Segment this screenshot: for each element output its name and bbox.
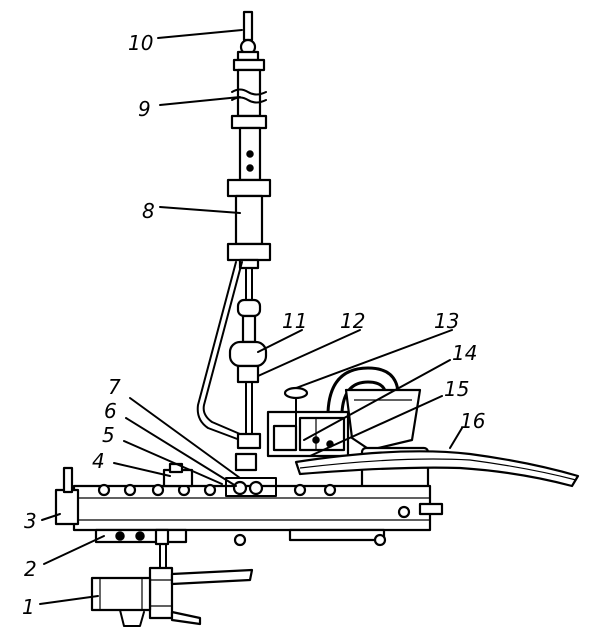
label-2: 2 <box>24 557 37 581</box>
collar-9 <box>230 114 268 130</box>
leader-12 <box>257 329 361 377</box>
label-7: 7 <box>108 375 121 399</box>
label-11: 11 <box>282 309 307 333</box>
leader-8 <box>159 206 241 214</box>
base-frame <box>54 462 444 575</box>
collar-8-top <box>226 178 272 198</box>
leader-7 <box>129 397 241 479</box>
leader-10 <box>157 29 243 39</box>
upper-mechanism <box>266 366 430 494</box>
leader-4 <box>113 462 171 477</box>
label-10: 10 <box>128 31 153 55</box>
eye-bolt <box>236 10 260 62</box>
collar-8-bottom <box>226 242 272 262</box>
handle-knob <box>283 386 309 400</box>
upper-collar <box>232 58 266 72</box>
pulley <box>90 576 152 612</box>
leader-2 <box>43 535 105 565</box>
label-16: 16 <box>460 409 485 433</box>
label-9: 9 <box>138 97 151 121</box>
mast <box>226 10 272 301</box>
leader-13 <box>295 329 453 389</box>
label-6: 6 <box>104 399 117 423</box>
leader-1 <box>39 595 99 605</box>
leader-14 <box>303 359 451 441</box>
leader-9 <box>159 96 241 106</box>
leader-11 <box>257 329 303 353</box>
label-8: 8 <box>142 199 155 223</box>
leader-5 <box>123 440 223 485</box>
leader-16 <box>449 427 463 449</box>
hopper <box>344 388 422 452</box>
leader-15 <box>309 395 443 457</box>
feed-tray <box>294 450 580 488</box>
label-12: 12 <box>340 309 365 333</box>
label-15: 15 <box>444 377 469 401</box>
label-13: 13 <box>434 309 459 333</box>
label-4: 4 <box>92 449 105 473</box>
lower-tube <box>234 194 264 246</box>
pulley-assembly <box>90 566 254 627</box>
label-3: 3 <box>24 509 37 533</box>
leader-3 <box>41 513 61 521</box>
leader-6 <box>125 417 237 487</box>
support-rod <box>196 261 243 441</box>
linkage <box>228 298 268 472</box>
label-5: 5 <box>102 423 115 447</box>
leader-lines <box>39 29 463 605</box>
part-labels: 10 9 8 11 12 13 14 15 16 7 6 5 4 3 2 1 <box>22 31 485 619</box>
label-1: 1 <box>22 595 35 619</box>
label-14: 14 <box>452 341 477 365</box>
left-block <box>54 488 80 526</box>
